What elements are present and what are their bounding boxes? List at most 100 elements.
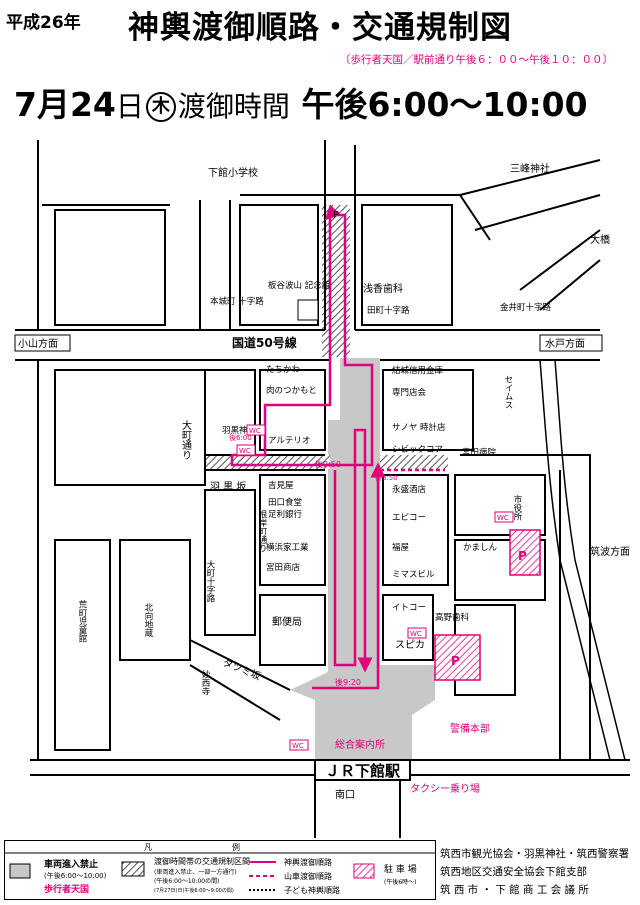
keibi-label: 警備本部 [450, 722, 490, 735]
date-day: 24 [69, 85, 116, 124]
tatsumi-road [189, 639, 291, 721]
shop-tsukamoto: 肉のつかもと [266, 385, 317, 396]
shop-spica: スピカ [395, 639, 425, 651]
left-road [15, 140, 39, 760]
block [259, 594, 326, 666]
wc-icon: WC [292, 742, 304, 750]
shop-tachikawa: たちかわ [266, 365, 300, 375]
shop-senmon: 専門店会 [392, 387, 427, 398]
parking-lot [509, 529, 541, 576]
organizer-3: 筑 西 市 ・ 下 館 商 工 会 議 所 [440, 884, 589, 896]
legend-parking-swatch [353, 863, 375, 879]
shop-miyata-shoten: 宮田商店 [266, 562, 301, 573]
block [54, 539, 111, 751]
omachi-road [199, 200, 231, 330]
regulated-zone [380, 455, 448, 469]
block [314, 779, 401, 838]
organizer-2: 筑西地区交通安全協会下館支部 [440, 866, 587, 878]
time-600: 後6:00 [229, 433, 252, 442]
shop-yoshimiya: 吉見屋 [268, 481, 294, 491]
legend: 凡 例 車両進入禁止 (午後6:00〜10:00) 歩行者天国 渡御時間帯の交通… [4, 840, 632, 900]
date-day-suffix: 日 [115, 90, 144, 123]
kanai-label: 金井町十字路 [500, 302, 552, 313]
time-range: 午後6:00〜10:00 [301, 85, 588, 124]
parking-symbol: P [518, 549, 527, 563]
pedestrian-zone [290, 358, 435, 760]
legend-closed-sub: (午後6:00〜10:00) [44, 871, 107, 880]
time-650: 後6:50 [375, 473, 398, 482]
legend-regulated: 渡御時間帯の交通規制区間 [154, 856, 250, 866]
annai-label: 総合案内所 [335, 738, 385, 751]
block [259, 474, 326, 586]
legend-closed: 車両進入禁止 [44, 858, 98, 870]
date-label: 渡御時間 [177, 90, 290, 123]
honjo-label: 本城町 十字路 [210, 296, 264, 307]
legend-regulated-sub3: (7月27日(日)午後6:00〜9:00の間) [154, 887, 234, 894]
shop-epicor: エピコー [392, 513, 426, 523]
legend-regulated-sub2: (午後6:00〜10:00の間) [154, 877, 219, 885]
ekimae-road [324, 140, 356, 330]
right-road [460, 454, 591, 760]
cityhall-label: 市役所 [512, 494, 522, 521]
shop-yokohama: 横浜家工業 [266, 542, 309, 553]
arakawa-label: 荒町児童館 [77, 599, 87, 643]
shop-civic: シビックコア [392, 445, 443, 455]
block [204, 369, 256, 456]
tsukuba-direction: 筑波方面 [590, 545, 630, 558]
organizer-1: 筑西市観光協会・羽黒神社・筑西警察署 [440, 848, 629, 860]
block [54, 209, 166, 326]
block [382, 474, 449, 586]
legend-route-kids: 子ども神輿順路 [284, 885, 340, 895]
route50-label: 国道50号線 [232, 335, 297, 350]
legend-route-car: 山車渡御順路 [284, 871, 332, 881]
tatsumi-slope: タツミ坂 [221, 657, 263, 683]
direction-labels: 小山方面 水戸方面 筑波方面 [14, 334, 630, 558]
legend-regulated-sub1: (車両進入禁止、一部一方通行) [154, 868, 237, 876]
myosaiji-label: 妙西寺 [200, 669, 210, 695]
wc-icon: WC [497, 514, 509, 522]
parking-lot [434, 634, 481, 681]
route-line [312, 462, 386, 690]
shop-yuki: 結城信用金庫 [392, 365, 444, 376]
shop-post: 郵便局 [272, 615, 302, 628]
wc-icon: WC [249, 427, 261, 435]
parking-symbol: P [451, 654, 460, 668]
page-title: 神輿渡御順路・交通規制図 [128, 10, 512, 46]
route-line [333, 428, 373, 673]
itaya-building [297, 299, 319, 321]
regulated-zone [205, 455, 330, 469]
block [204, 489, 256, 636]
title-year: 平成26年 [6, 13, 81, 33]
date-line: 7月24日木渡御時間 午後6:00〜10:00 [14, 78, 588, 126]
shop-ashikaga: 足利銀行 [268, 509, 303, 520]
haguro-shrine-label: 羽黒神社 [222, 425, 257, 436]
school-label: 下館小学校 [208, 166, 258, 179]
takano-label: 高野歯科 [435, 612, 470, 623]
oblique-right [519, 229, 601, 311]
legend-closed-swatch [9, 863, 31, 879]
mito-direction: 水戸方面 [545, 337, 585, 350]
station-road [30, 759, 630, 776]
parking-circle-icon: P [333, 210, 339, 221]
block [259, 369, 326, 451]
block [454, 474, 546, 536]
miyata-label: 宮田病院 [462, 447, 497, 458]
shop-arterio: アルテリオ [268, 436, 310, 446]
oyama-direction: 小山方面 [18, 337, 58, 350]
seimusu-label: セイムス [503, 375, 513, 409]
legend-parking-sub: (午後6時〜) [384, 878, 417, 886]
legend-pedestrian: 歩行者天国 [44, 883, 89, 895]
station-label: ＪＲ下館駅 [325, 762, 401, 780]
legend-regulated-swatch [121, 861, 145, 877]
omachi-dori-label: 大町通り [180, 419, 192, 460]
organizers: 筑西市観光協会・羽黒神社・筑西警察署 筑西地区交通安全協会下館支部 筑 西 市 … [440, 845, 629, 899]
taxi-label: タクシー乗り場 [410, 782, 480, 795]
wc-icon: WC [239, 447, 251, 455]
shop-fukuya: 福屋 [392, 542, 410, 553]
shop-mimasu: ミマスビル [392, 570, 435, 580]
legend-parking: 駐 車 場 [384, 863, 417, 875]
weekday-badge: 木 [145, 91, 176, 122]
pedestrian-note: 〔歩行者天国／駅前通り午後６：００〜午後１０：００〕 [340, 54, 613, 66]
block [361, 204, 453, 326]
route50-road [15, 329, 600, 361]
